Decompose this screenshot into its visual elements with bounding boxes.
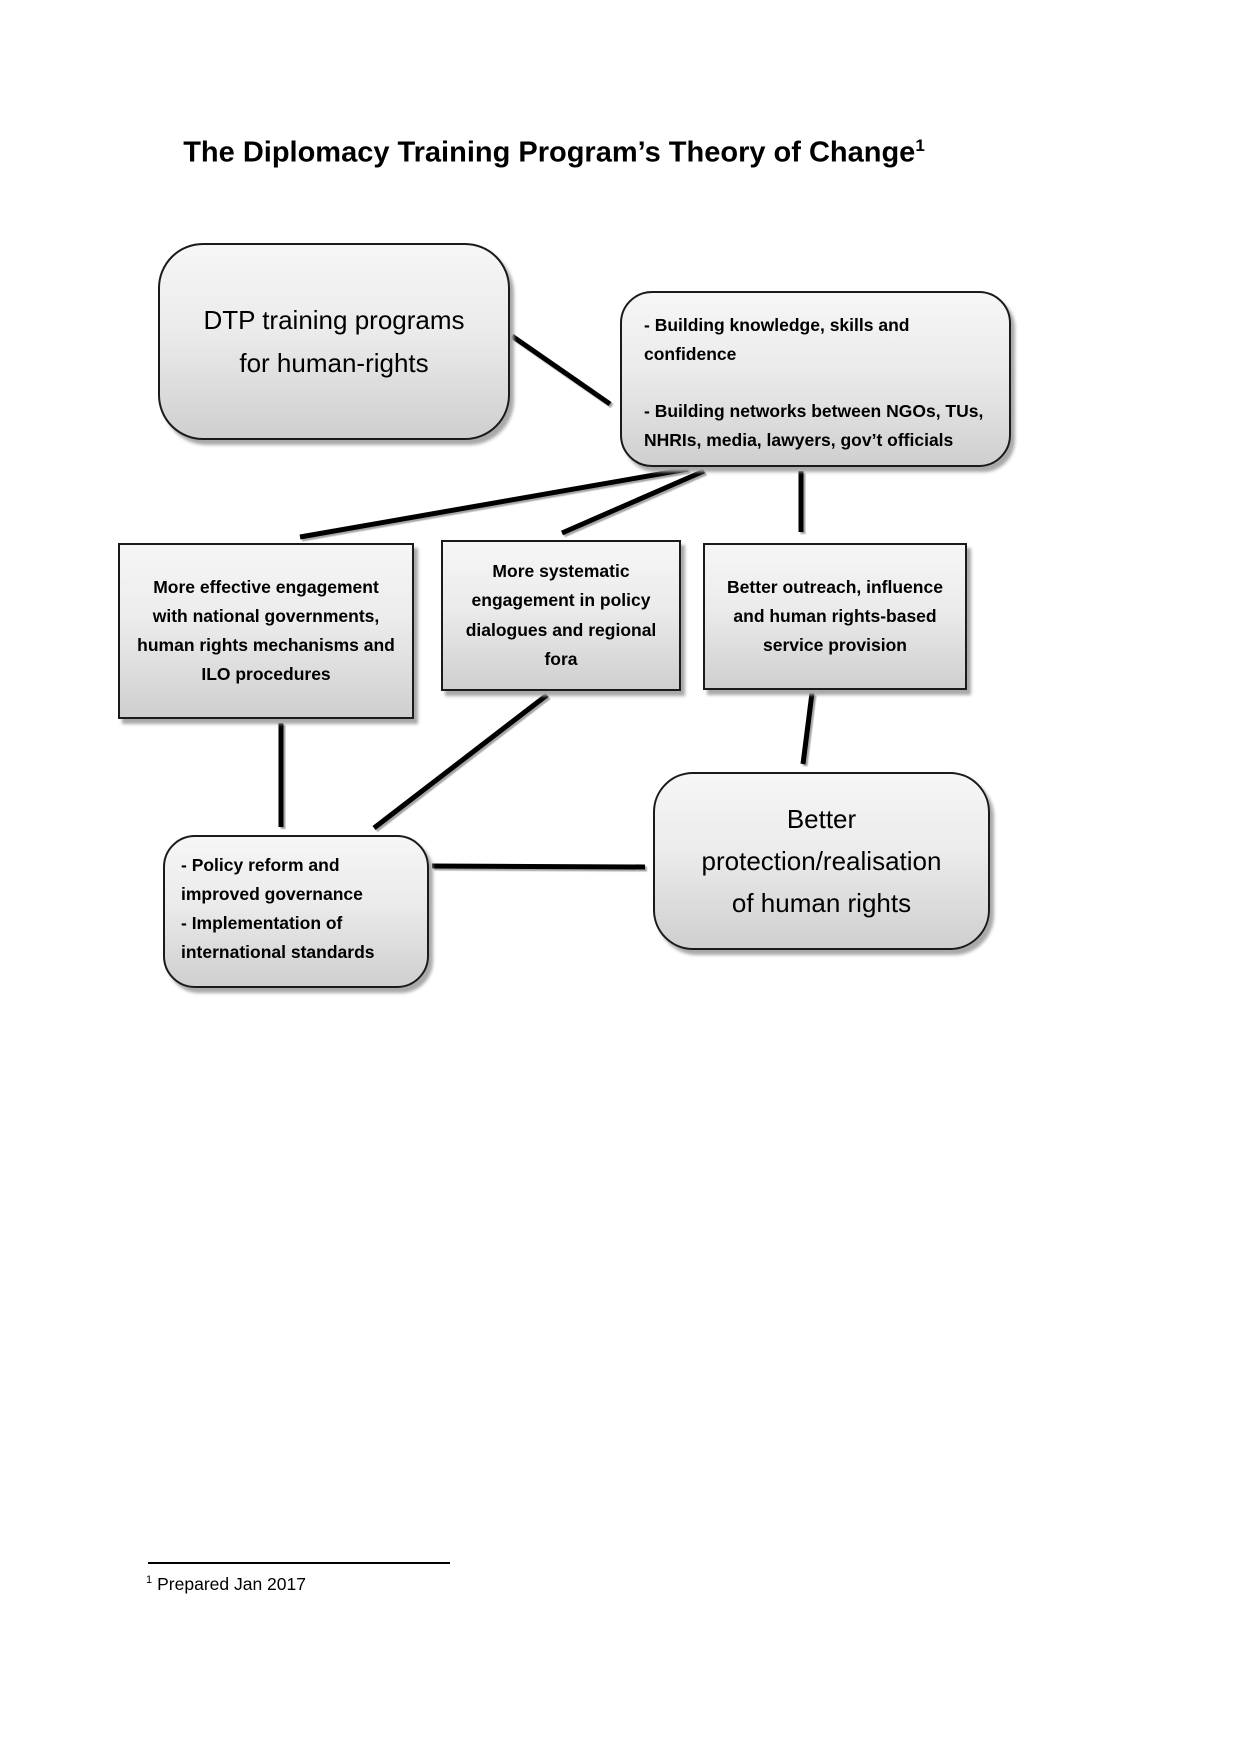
node-effective-engagement: More effective engagement with national … [118,543,414,719]
arrow-training-to-building [510,333,612,407]
node-better-protection: Better protection/realisation of human r… [653,772,990,950]
node-text-line: ILO procedures [201,664,331,685]
node-text-line: and human rights-based [733,605,937,626]
arrow-outreach-to-protection [800,692,815,765]
node-text-line: - Policy reform and [181,855,340,875]
node-building-knowledge-networks: - Building knowledge, skills and confide… [620,291,1011,467]
node-text-line: DTP training programs [203,305,465,336]
node-paragraph: - Building networks between NGOs, TUs, N… [644,397,995,455]
node-text-line: More effective engagement [153,576,379,597]
node-text-line: protection/realisation [701,845,942,876]
node-text-line: Better outreach, influence [727,576,943,597]
arrow-building-to-policy-dialogues [560,468,706,536]
node-text-line: with national governments, [152,605,380,626]
footnote-text: Prepared Jan 2017 [157,1574,306,1594]
arrow-building-to-engagement [299,466,689,540]
node-text-line: confidence [644,344,737,365]
node-text-line: service provision [763,635,907,656]
node-policy-reform: - Policy reform and improved governance … [163,835,429,988]
node-dtp-training-programs: DTP training programs for human-rights [158,243,510,440]
node-text-line: for human-rights [239,347,429,378]
node-text-line: of human rights [731,888,912,919]
title-footnote-ref: 1 [915,136,925,155]
node-systematic-engagement: More systematic engagement in policy dia… [441,540,681,691]
node-text-line: engagement in policy [471,590,651,611]
node-better-outreach: Better outreach, influence and human rig… [703,543,967,690]
node-text-line: - Implementation of [181,913,343,934]
page-title-text: The Diplomacy Training Program’s Theory … [183,136,916,169]
node-text-line: Better [786,803,857,834]
node-paragraph: - Building knowledge, skills and confide… [644,311,995,369]
node-text-line: international standards [181,942,375,963]
node-text-line: human rights mechanisms and [137,635,395,655]
page-title: The Diplomacy Training Program’s Theory … [0,136,1108,170]
node-text-line: fora [544,648,578,669]
node-text-line: - Building networks between NGOs, TUs, [644,401,984,422]
footnote-separator [148,1562,450,1564]
node-text-line: More systematic [492,561,630,582]
node-text-line: NHRIs, media, lawyers, gov’t officials [644,430,954,451]
footnote: 1 Prepared Jan 2017 [146,1574,306,1595]
arrow-policy-reform-to-protection [431,863,646,870]
footnote-marker: 1 [146,1574,153,1587]
node-text-line: dialogues and regional [465,619,657,640]
node-text-line: - Building knowledge, skills and [644,315,910,335]
node-text-line: improved governance [181,884,363,905]
